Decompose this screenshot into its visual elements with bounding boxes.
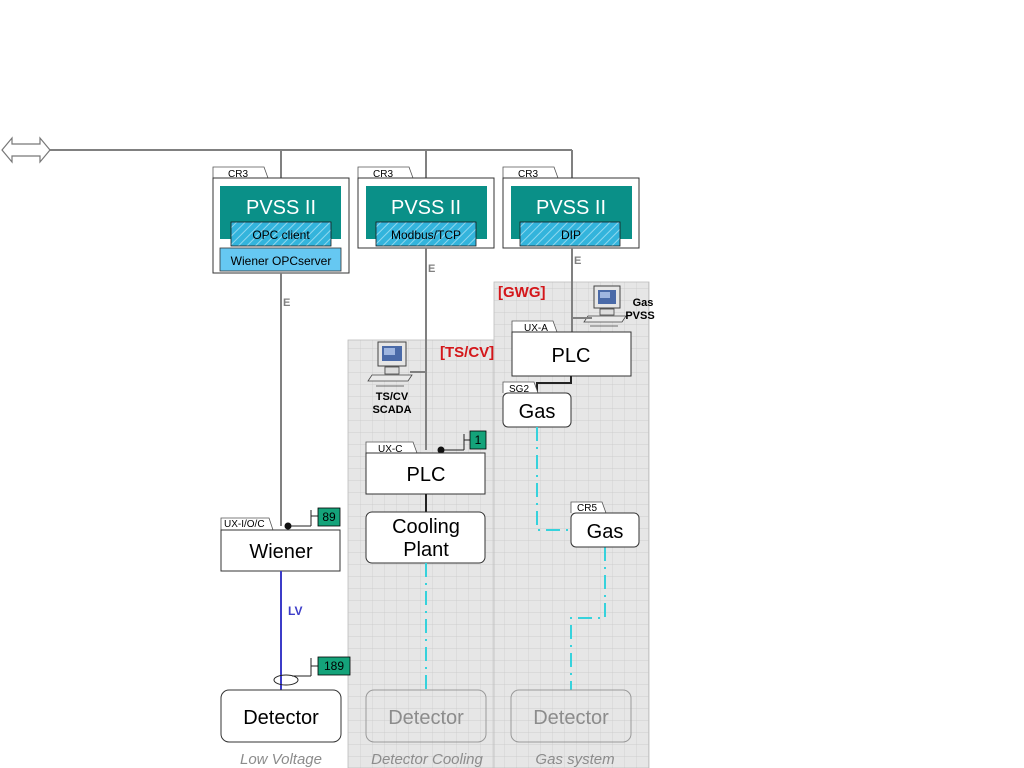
detector-label: Detector	[243, 707, 319, 729]
pvss-title: PVSS II	[536, 197, 606, 219]
ethernet-label: E	[428, 263, 435, 275]
location-label: SG2	[509, 384, 529, 395]
detector-gas: Detector	[510, 689, 632, 743]
location-tab	[502, 166, 559, 179]
driver-box	[519, 221, 621, 247]
gas-pipe	[536, 427, 571, 531]
location-label: UX-I/O/C	[224, 519, 265, 530]
caption-low-voltage: Low Voltage	[240, 751, 322, 768]
location-tab	[511, 320, 558, 333]
pvss-station-opc: CR3 PVSS II OPC client Wiener OPCserver	[212, 166, 350, 274]
current-sensor-icon	[273, 674, 299, 686]
detector-cooling: Detector	[365, 689, 487, 743]
location-label: CR5	[577, 503, 597, 514]
workstation-label: SCADA	[372, 404, 411, 416]
gas-rack-sg2: SG2 Gas	[502, 381, 572, 428]
gwg-group-label: [GWG]	[498, 284, 545, 301]
caption-gas-system: Gas system	[535, 751, 614, 768]
flag-label: 89	[322, 510, 336, 524]
channel-flag-wiener: 89	[284, 507, 341, 530]
driver-label: DIP	[561, 228, 581, 242]
gas-label: Gas	[519, 401, 556, 423]
opc-server-label: Wiener OPCserver	[231, 254, 332, 268]
flag-label: 1	[475, 433, 482, 447]
pvss-station-modbus: CR3 PVSS II Modbus/TCP	[357, 166, 495, 249]
tscv-group-label: [TS/CV]	[440, 344, 494, 361]
driver-box	[230, 221, 332, 247]
lv-label: LV	[288, 604, 302, 618]
pvss-station-dip: CR3 PVSS II DIP	[502, 166, 640, 249]
plc-label: PLC	[552, 345, 591, 367]
location-tab	[357, 166, 414, 179]
gas-rack-cr5: CR5 Gas	[570, 501, 640, 548]
workstation-label: Gas	[633, 297, 654, 309]
plc-label: PLC	[407, 464, 446, 486]
opc-server-box	[219, 247, 342, 272]
wiener-power-supply: UX-I/O/C Wiener	[220, 517, 341, 572]
location-tab	[220, 517, 274, 531]
location-label: UX-A	[524, 323, 548, 334]
location-tab	[212, 166, 269, 179]
driver-label: Modbus/TCP	[391, 228, 461, 242]
location-label: CR3	[228, 169, 248, 180]
location-label: UX-C	[378, 444, 402, 455]
detector-label: Detector	[533, 707, 609, 729]
driver-box	[375, 221, 477, 247]
detector-low-voltage: Detector	[220, 689, 342, 743]
location-label: CR3	[373, 169, 393, 180]
gas-pvss-workstation: Gas PVSS	[572, 285, 655, 327]
plc-cooling: UX-C PLC	[365, 441, 486, 495]
location-tab	[570, 501, 607, 514]
caption-detector-cooling: Detector Cooling	[371, 751, 483, 768]
ethernet-label: E	[283, 297, 290, 309]
workstation-label: PVSS	[625, 310, 654, 322]
location-tab	[502, 381, 539, 394]
computer-icon	[367, 341, 413, 387]
workstation-label: TS/CV	[376, 391, 409, 403]
plc-gas: UX-A PLC	[511, 320, 632, 377]
flag-label: 189	[324, 659, 344, 673]
ethernet-label: E	[574, 255, 581, 267]
tscv-scada-workstation: TS/CV SCADA	[367, 341, 426, 416]
pvss-title: PVSS II	[246, 197, 316, 219]
gas-label: Gas	[587, 521, 624, 543]
location-label: CR3	[518, 169, 538, 180]
pvss-title: PVSS II	[391, 197, 461, 219]
channel-flag-cooling: 1	[437, 430, 487, 454]
cooling-plant: Cooling Plant	[365, 511, 486, 564]
cooling-plant-label: Cooling	[392, 516, 460, 538]
wiener-label: Wiener	[249, 541, 313, 563]
double-arrow-icon	[1, 136, 51, 164]
driver-label: OPC client	[252, 228, 310, 242]
gas-pipe	[570, 547, 606, 690]
computer-icon	[583, 285, 627, 327]
location-tab	[365, 441, 418, 454]
cooling-plant-label: Plant	[403, 539, 449, 561]
channel-flag-detector: 189	[292, 656, 351, 677]
detector-label: Detector	[388, 707, 464, 729]
